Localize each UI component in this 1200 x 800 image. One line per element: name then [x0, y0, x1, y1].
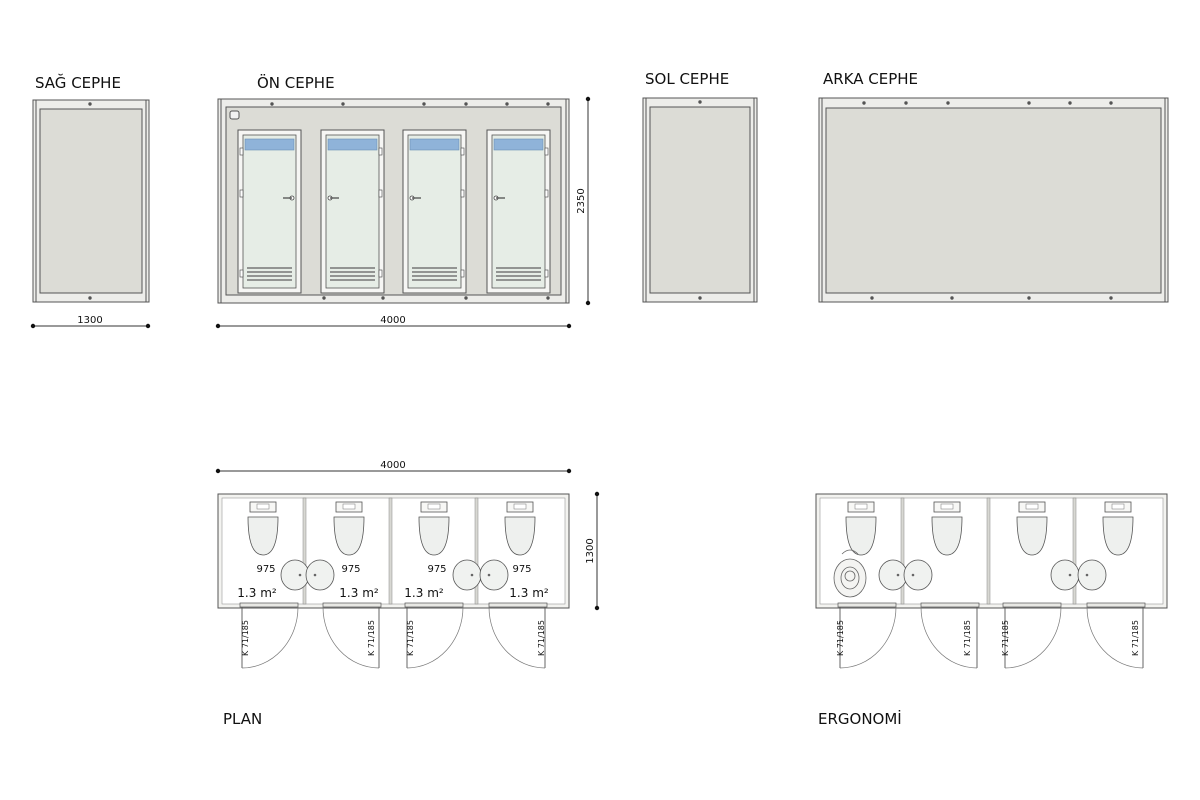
- right-width-dimension: 1300: [30, 315, 151, 329]
- cabin-area-label: 1.3 m²: [404, 586, 444, 600]
- side-width-label: 1300: [77, 315, 102, 326]
- plan-width-dimension: 4000: [215, 460, 572, 474]
- left-elevation: [642, 97, 758, 303]
- front-door: [402, 129, 467, 294]
- cabin-width-label: 975: [427, 564, 446, 575]
- left-elevation-title: SOL CEPHE: [645, 70, 729, 88]
- plan-depth-label: 1300: [585, 538, 596, 563]
- front-door: [486, 129, 551, 294]
- front-door: [237, 129, 302, 294]
- front-doors: [237, 129, 551, 294]
- cabin-width-label: 975: [512, 564, 531, 575]
- door-code-label: K 71/185: [537, 620, 546, 656]
- ergonomy-view: [815, 493, 1168, 669]
- plan-width-label: 4000: [380, 460, 405, 471]
- door-code-label: K 71/185: [1001, 620, 1010, 656]
- door-code-label: K 71/185: [963, 620, 972, 656]
- ergonomy-labels: K 71/185 K 71/185 K 71/185 K 71/185: [836, 620, 1140, 656]
- cabin-area-label: 1.3 m²: [339, 586, 379, 600]
- front-width-label: 4000: [380, 315, 405, 326]
- plan-labels: 975 975 975 975 1.3 m² 1.3 m² 1.3 m² 1.3…: [237, 564, 549, 656]
- right-elevation-title: SAĞ CEPHE: [35, 73, 121, 92]
- door-code-label: K 71/185: [1131, 620, 1140, 656]
- door-code-label: K 71/185: [836, 620, 845, 656]
- door-code-label: K 71/185: [367, 620, 376, 656]
- cabin-area-label: 1.3 m²: [509, 586, 549, 600]
- plan-view: [217, 493, 570, 669]
- front-width-dimension: 4000: [215, 315, 572, 329]
- back-elevation: [818, 97, 1169, 303]
- plan-title: PLAN: [223, 710, 262, 728]
- door-code-label: K 71/185: [406, 620, 415, 656]
- person-silhouette: [833, 549, 867, 598]
- plan-depth-dimension: 1300: [585, 491, 600, 611]
- front-door: [320, 129, 385, 294]
- cabin-width-label: 975: [341, 564, 360, 575]
- door-code-label: K 71/185: [241, 620, 250, 656]
- front-elevation-title: ÖN CEPHE: [257, 73, 335, 92]
- ergonomy-title: ERGONOMİ: [818, 709, 902, 728]
- cabin-area-label: 1.3 m²: [237, 586, 277, 600]
- cabin-width-label: 975: [256, 564, 275, 575]
- height-dimension: 2350: [576, 96, 591, 306]
- back-elevation-title: ARKA CEPHE: [823, 70, 918, 88]
- height-label: 2350: [576, 188, 587, 213]
- right-elevation: [32, 99, 150, 303]
